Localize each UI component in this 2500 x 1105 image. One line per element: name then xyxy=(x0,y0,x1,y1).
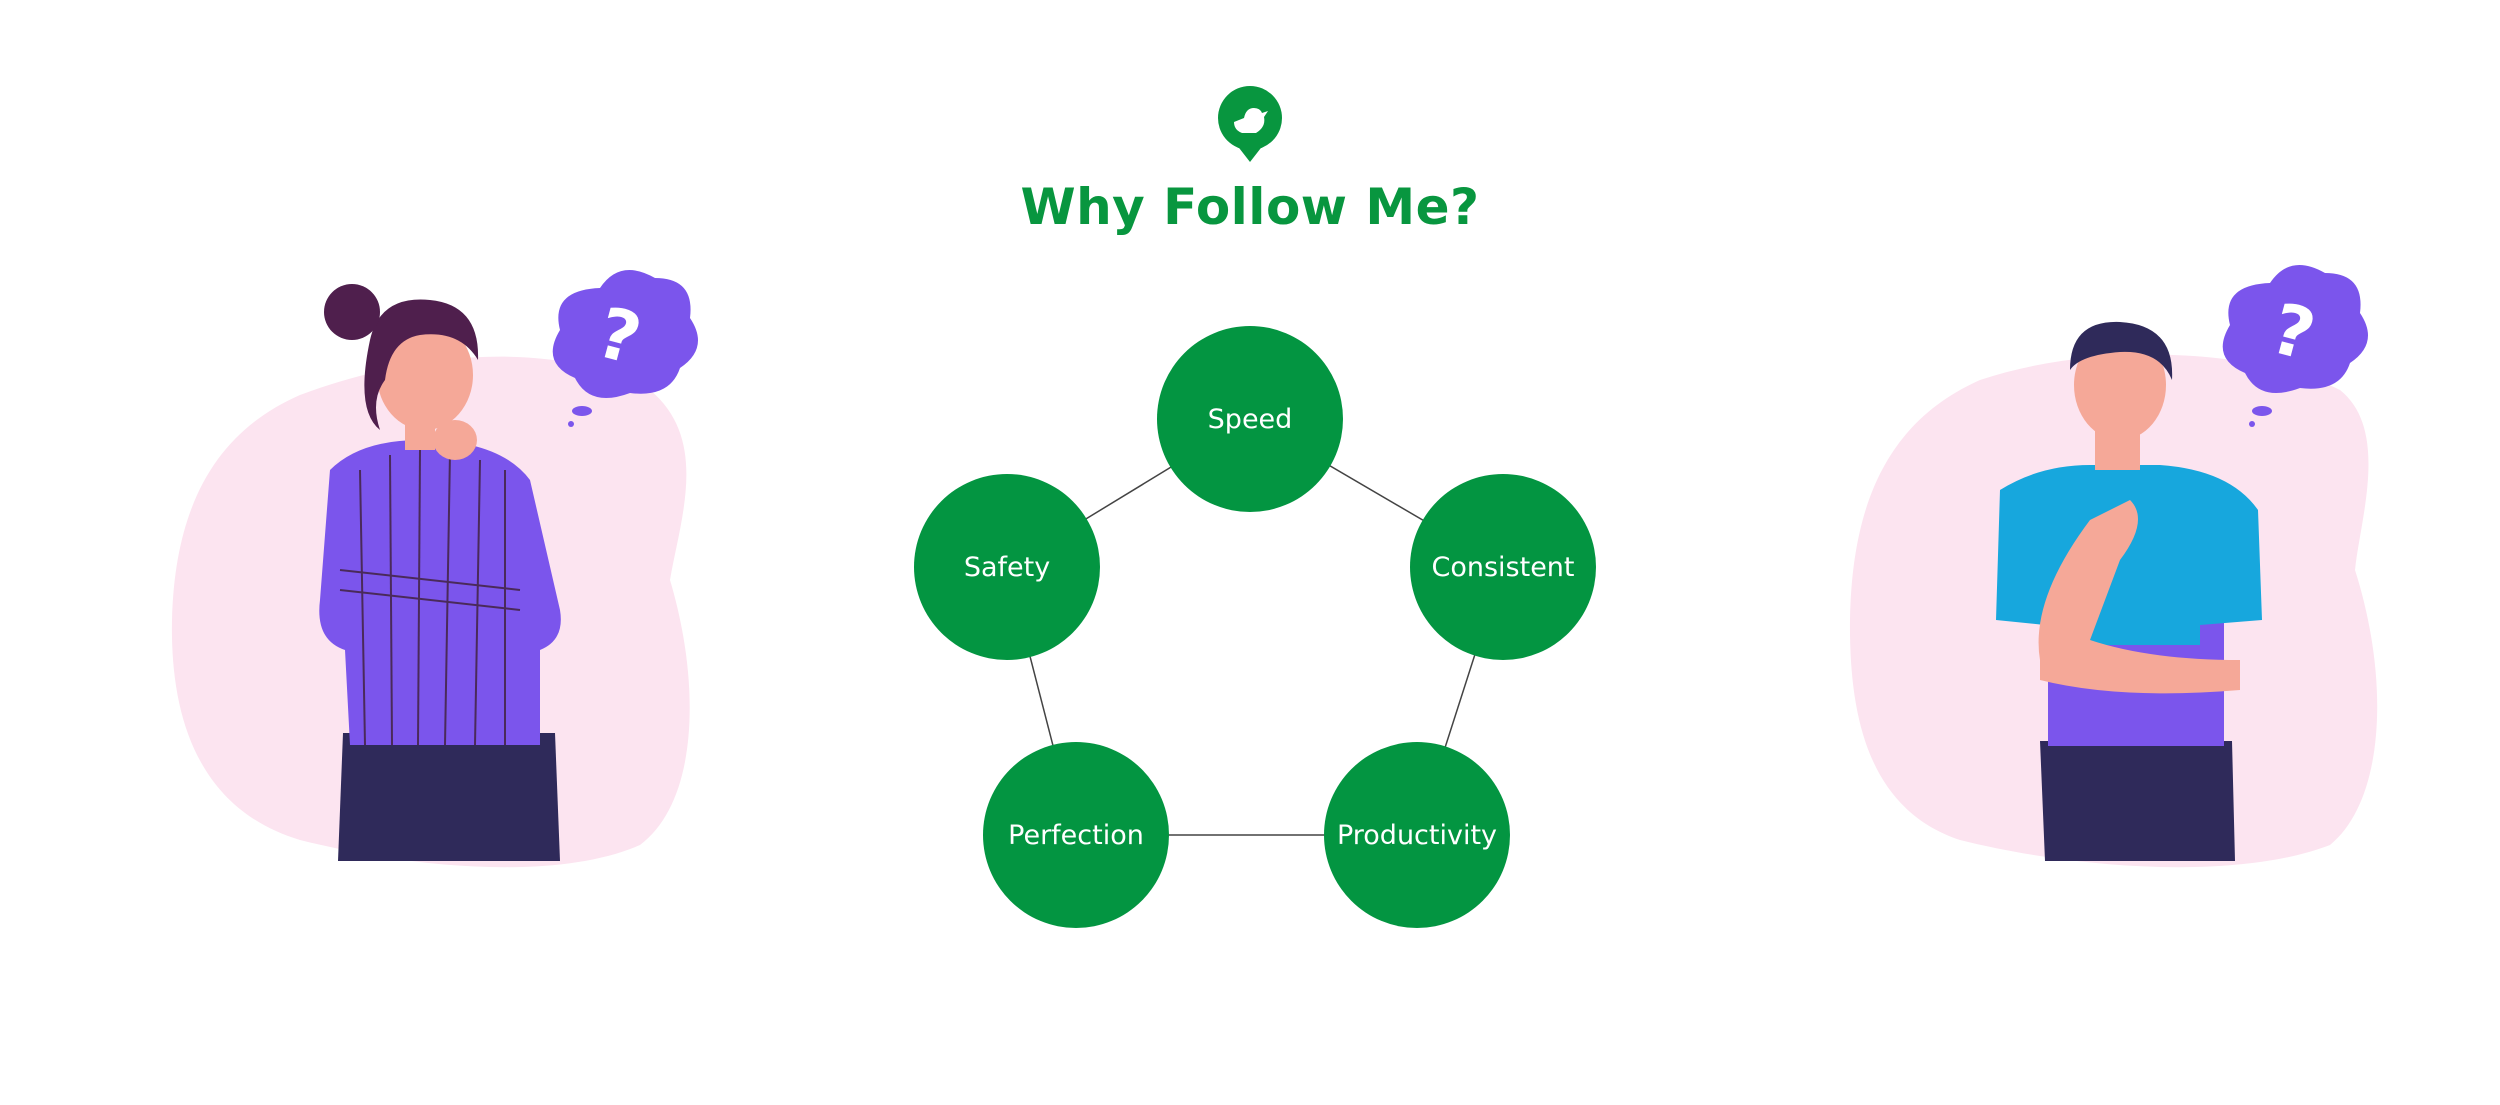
question-thought-bubble-icon: ? xyxy=(2222,265,2368,427)
thinking-man-illustration: ? xyxy=(1849,265,2378,868)
node-productivity: Productivity xyxy=(1324,742,1510,928)
thinking-woman-illustration: ? xyxy=(171,270,698,868)
node-safety: Safety xyxy=(914,474,1100,660)
node-speed: Speed xyxy=(1157,326,1343,512)
node-perfection: Perfection xyxy=(983,742,1169,928)
node-consistent: Consistent xyxy=(1410,474,1596,660)
duck-pin-logo-icon xyxy=(1218,86,1282,162)
question-thought-bubble-icon: ? xyxy=(552,270,698,427)
page-title: Why Follow Me? xyxy=(1020,178,1480,236)
